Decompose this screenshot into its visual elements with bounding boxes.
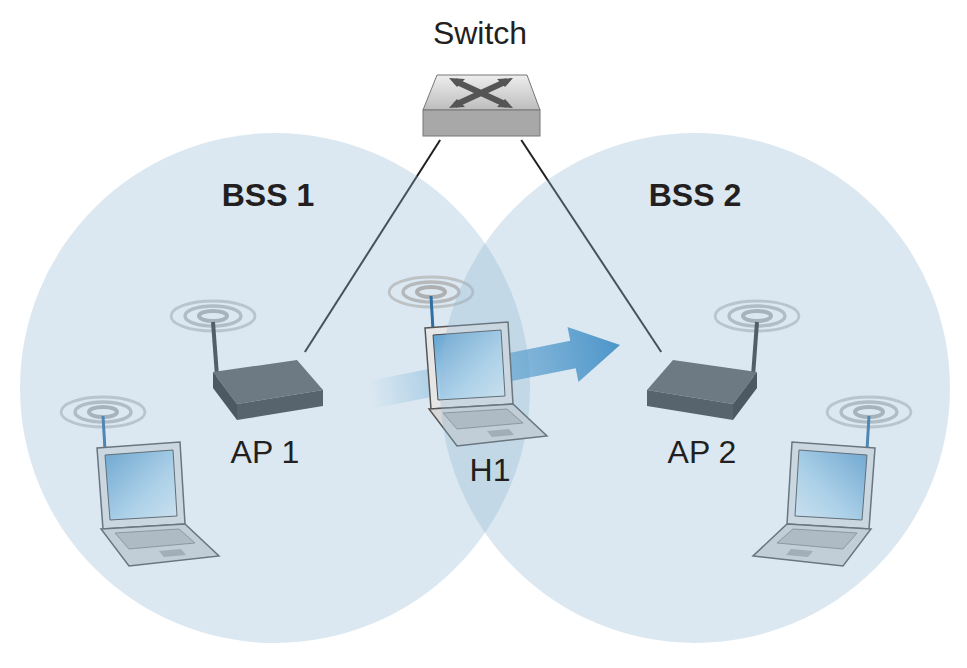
switch-front [423,110,540,136]
switch-node: Switch [415,15,545,140]
antenna [431,296,433,330]
node-label: AP 2 [668,434,737,471]
node-label: AP 1 [231,434,300,471]
coverage-circle [440,133,950,643]
switch-symbol [449,78,513,108]
switch-symbol [455,81,507,105]
signal-wave [417,287,445,297]
switch-top [423,75,540,110]
bss-region: AP 2 BSS 2 [440,133,950,643]
node-label: BSS 1 [222,177,314,214]
node-label: Switch [433,15,527,52]
node-label: H1 [470,452,511,489]
node-label: BSS 2 [649,177,741,214]
